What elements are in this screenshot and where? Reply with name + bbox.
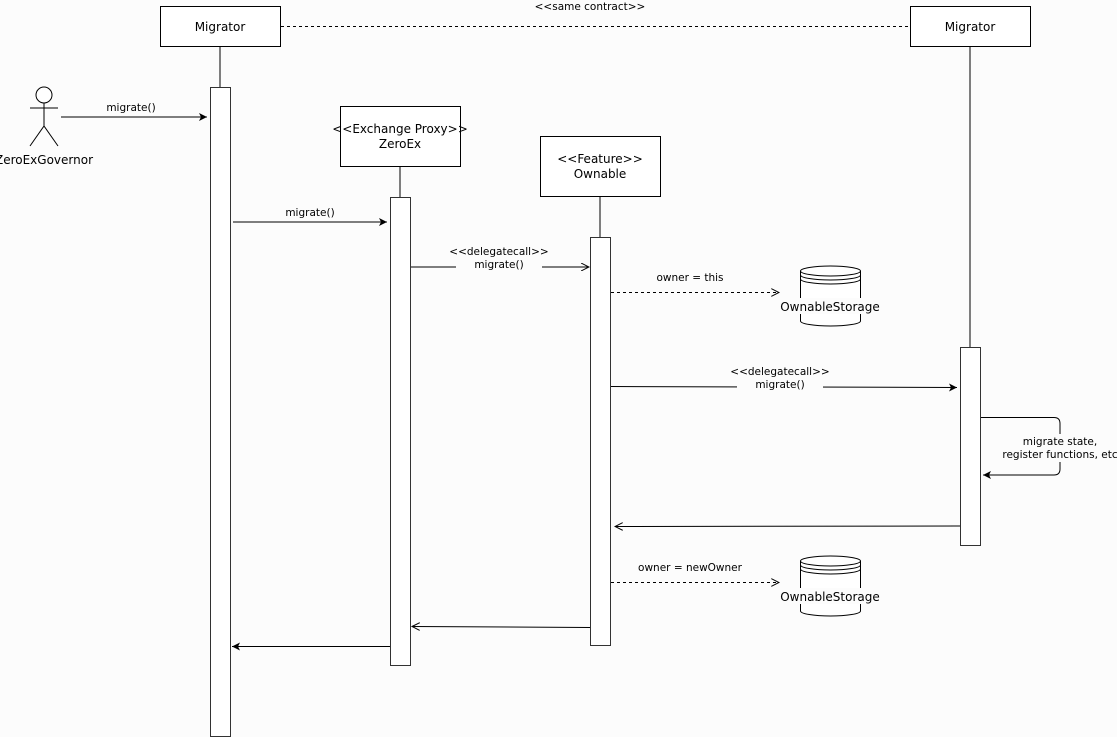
actor-head-icon [35, 86, 53, 104]
return-ownable-zeroex [412, 627, 591, 628]
activation-ownable [590, 237, 611, 646]
actor-zeroex-governor: ZeroExGovernor [0, 86, 93, 167]
participant-zeroex-name: ZeroEx [379, 137, 421, 151]
ownable-storage-1-label: OwnableStorage [780, 300, 880, 314]
ownable-storage-1: OwnableStorage [780, 265, 880, 327]
storage-write-2-label: owner = newOwner [638, 562, 743, 574]
database-icon [800, 555, 861, 567]
return-migrator-ownable [615, 526, 961, 527]
activation-migrator-right [960, 347, 981, 546]
message-ownable-migrator-stereotype: <<delegatecall>> [730, 366, 829, 378]
message-migrator-zeroex-label: migrate() [285, 207, 334, 219]
same-contract-label: <<same contract>> [535, 1, 646, 13]
ownable-storage-2-label: OwnableStorage [780, 590, 880, 604]
self-call-label-line2: register functions, etc [1002, 449, 1117, 461]
actor-label: ZeroExGovernor [0, 153, 93, 167]
participant-migrator-left-label: Migrator [195, 20, 246, 34]
activation-zeroex [390, 197, 411, 666]
self-call-label-line1: migrate state, [1023, 436, 1097, 448]
message-ownable-migrator-call: migrate() [755, 379, 804, 391]
participant-ownable-name: Ownable [574, 167, 627, 181]
participant-migrator-right: Migrator [910, 6, 1031, 47]
activation-migrator-left [210, 87, 231, 737]
database-icon [800, 265, 861, 277]
participant-migrator-left: Migrator [160, 6, 281, 47]
participant-ownable-stereotype: <<Feature>> [557, 152, 643, 166]
storage-write-1-label: owner = this [656, 272, 723, 284]
participant-zeroex: <<Exchange Proxy>> ZeroEx [332, 106, 468, 167]
message-governor-migrate-label: migrate() [106, 102, 155, 114]
participant-ownable: <<Feature>> Ownable [540, 136, 661, 197]
participant-zeroex-stereotype: <<Exchange Proxy>> [332, 122, 468, 136]
message-zeroex-ownable-call: migrate() [474, 259, 523, 271]
participant-migrator-right-label: Migrator [945, 20, 996, 34]
message-zeroex-ownable-stereotype: <<delegatecall>> [449, 246, 548, 258]
ownable-storage-2: OwnableStorage [780, 555, 880, 617]
